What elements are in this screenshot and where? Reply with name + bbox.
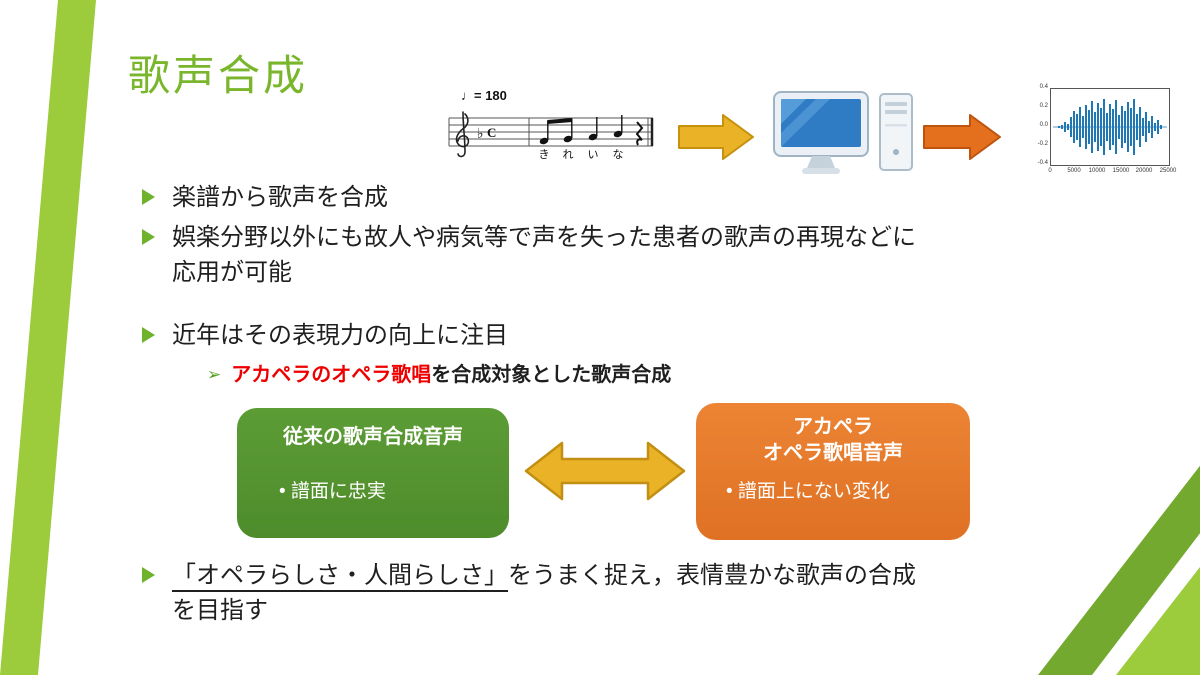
flow-arrow-right-gold-icon bbox=[678, 114, 754, 160]
waveform-plot: 0.4 0.2 0.0 -0.2 -0.4 0 5000 10000 15000… bbox=[1026, 82, 1182, 188]
time-signature: C bbox=[487, 125, 496, 140]
bullet-text: 娯楽分野以外にも故人や病気等で声を失った患者の歌声の再現などに 応用が可能 bbox=[172, 220, 916, 290]
box-title-line: アカペラ bbox=[793, 416, 873, 438]
waveform-icon bbox=[1053, 99, 1167, 155]
sub-bullet-item: ➢ アカペラのオペラ歌唱を合成対象とした歌声合成 bbox=[207, 362, 671, 389]
y-tick-label: -0.4 bbox=[1037, 160, 1048, 166]
flow-arrow-right-orange-icon bbox=[923, 114, 1001, 160]
bullet-text: 「オペラらしさ・人間らしさ」をうまく捉え，表情豊かな歌声の合成 を目指す bbox=[172, 558, 916, 628]
bullet-triangle-icon bbox=[142, 229, 155, 245]
bullet-item-3: 近年はその表現力の向上に注目 bbox=[142, 318, 508, 353]
item-text: 譜面に忠実 bbox=[285, 481, 386, 502]
bullet-text-line: 娯楽分野以外にも故人や病気等で声を失った患者の歌声の再現などに bbox=[172, 224, 916, 251]
box-title: 従来の歌声合成音声 bbox=[283, 426, 463, 448]
lyric-syllable: き bbox=[539, 148, 550, 160]
music-score-figure: ♩= 180 ♭ C bbox=[443, 88, 658, 180]
y-tick-label: -0.2 bbox=[1037, 141, 1048, 147]
bullet-triangle-icon bbox=[142, 567, 155, 583]
bullet-text-line: 「オペラらしさ・人間らしさ」をうまく捉え，表情豊かな歌声の合成 bbox=[172, 558, 916, 593]
item-text: 譜面上にない変化 bbox=[732, 481, 890, 502]
bullet-text-line: 応用が可能 bbox=[172, 259, 292, 286]
bullet-text-line: を目指す bbox=[172, 597, 268, 624]
staff-notation-icon: ♭ C き れ い な bbox=[448, 111, 654, 160]
double-arrow-icon bbox=[524, 441, 686, 501]
x-tick-label: 5000 bbox=[1067, 168, 1081, 174]
y-tick-label: 0.2 bbox=[1039, 103, 1048, 109]
page-title: 歌声合成 bbox=[128, 52, 309, 99]
y-tick-label: 0.4 bbox=[1039, 84, 1048, 90]
closing-rest: をうまく捉え，表情豊かな歌声の合成 bbox=[508, 562, 916, 589]
bullet-text: 楽譜から歌声を合成 bbox=[172, 184, 388, 211]
conventional-synthesis-box: 従来の歌声合成音声 • 譜面に忠実 bbox=[237, 408, 509, 538]
bullet-triangle-icon bbox=[142, 327, 155, 343]
item-bullet-dot: • bbox=[726, 481, 733, 502]
bullet-item-2: 娯楽分野以外にも故人や病気等で声を失った患者の歌声の再現などに 応用が可能 bbox=[142, 220, 916, 290]
x-tick-label: 0 bbox=[1048, 168, 1052, 174]
bullet-item-closing: 「オペラらしさ・人間らしさ」をうまく捉え，表情豊かな歌声の合成 を目指す bbox=[142, 558, 916, 628]
tempo-marking: ♩= 180 bbox=[461, 88, 507, 103]
treble-clef-icon bbox=[455, 111, 470, 158]
x-tick-label: 20000 bbox=[1135, 168, 1153, 174]
underlined-phrase: 「オペラらしさ・人間らしさ」 bbox=[172, 562, 508, 592]
flat-sign: ♭ bbox=[477, 125, 484, 141]
sub-bullet-text: アカペラのオペラ歌唱を合成対象とした歌声合成 bbox=[231, 362, 671, 389]
item-bullet-dot: • bbox=[279, 481, 286, 502]
bullet-item-1: 楽譜から歌声を合成 bbox=[142, 180, 388, 215]
quarter-rest-icon bbox=[635, 121, 644, 146]
box-item: • 譜面上にない変化 bbox=[696, 476, 970, 503]
bullet-triangle-icon bbox=[142, 189, 155, 205]
box-title-line: オペラ歌唱音声 bbox=[763, 442, 903, 464]
computer-icon bbox=[773, 91, 913, 174]
box-item: • 譜面に忠実 bbox=[237, 476, 509, 503]
lyric-syllable: れ bbox=[563, 148, 574, 160]
sub-bullet-rest: を合成対象とした歌声合成 bbox=[431, 364, 672, 386]
sub-bullet-arrow-icon: ➢ bbox=[207, 365, 222, 384]
x-tick-label: 15000 bbox=[1112, 168, 1130, 174]
y-tick-label: 0.0 bbox=[1039, 122, 1048, 128]
lyric-syllable: な bbox=[613, 148, 624, 160]
sub-bullet-highlight: アカペラのオペラ歌唱 bbox=[231, 364, 432, 386]
box-title: アカペラ オペラ歌唱音声 bbox=[696, 414, 970, 466]
waveform-frame bbox=[1050, 88, 1170, 166]
x-tick-label: 25000 bbox=[1159, 168, 1177, 174]
bullet-text: 近年はその表現力の向上に注目 bbox=[172, 322, 508, 349]
lyric-syllable: い bbox=[588, 149, 599, 160]
x-tick-label: 10000 bbox=[1088, 168, 1106, 174]
acappella-opera-box: アカペラ オペラ歌唱音声 • 譜面上にない変化 bbox=[696, 403, 970, 540]
